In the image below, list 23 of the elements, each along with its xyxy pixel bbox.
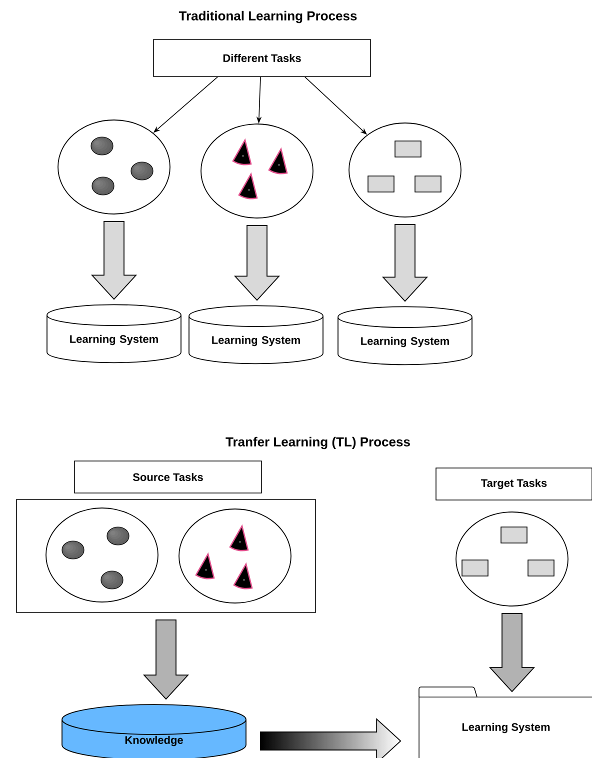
database-cylinder: Learning System <box>46 304 182 364</box>
task-circle <box>58 120 170 214</box>
group-frame <box>16 499 316 613</box>
folder-box: Learning System <box>418 686 592 758</box>
block-arrow <box>90 221 138 300</box>
task-box: Source Tasks <box>74 460 262 494</box>
block-arrow <box>260 718 402 758</box>
database-cylinder: Learning System <box>188 305 324 364</box>
task-circle <box>178 508 292 604</box>
block-arrow <box>234 225 280 301</box>
database-cylinder: Knowledge <box>62 704 246 758</box>
block-arrow <box>142 619 190 700</box>
task-box: Target Tasks <box>436 468 592 500</box>
task-circle <box>456 512 568 606</box>
block-arrow <box>488 613 536 692</box>
block-arrow <box>382 224 428 302</box>
database-cylinder: Learning System <box>338 306 472 366</box>
task-box: Different Tasks <box>153 39 371 77</box>
task-circle <box>200 124 314 218</box>
task-circle <box>348 122 462 218</box>
heading: Traditional Learning Process <box>178 10 357 24</box>
heading: Tranfer Learning (TL) Process <box>226 436 410 450</box>
task-circle <box>46 508 158 602</box>
